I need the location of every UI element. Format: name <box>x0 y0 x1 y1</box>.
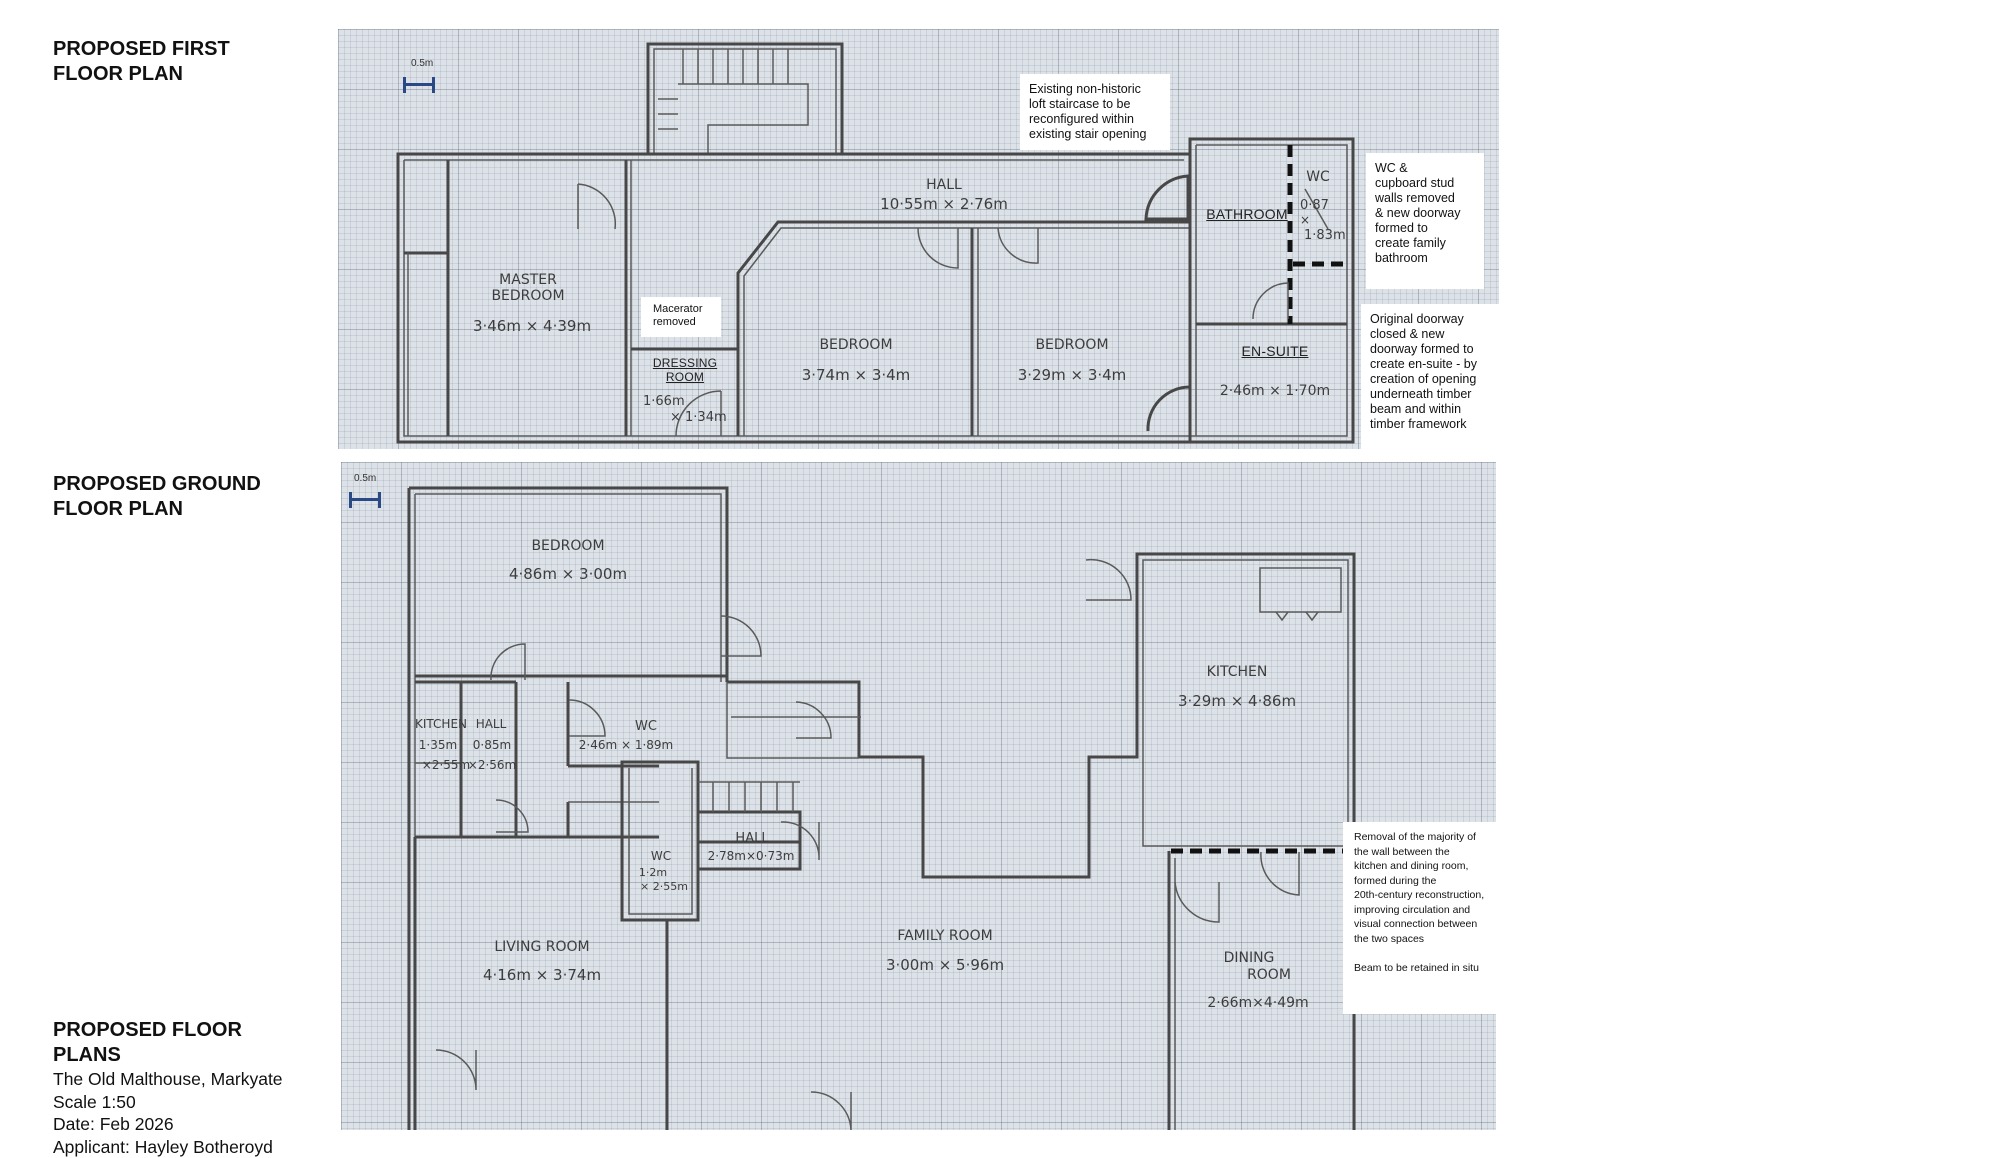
gf-kitchen-small-dims-2: ×2·55m <box>422 758 470 772</box>
gf-family-dims: 3·00m × 5·96m <box>886 956 1004 974</box>
first-floor-heading: PROPOSED FIRST FLOOR PLAN <box>53 37 230 87</box>
loft-staircase-note: Existing non-historic loft staircase to … <box>1020 74 1170 150</box>
wc-dims-3: 1·83m <box>1304 228 1346 243</box>
applicant-text: Applicant: Hayley Botheroyd <box>53 1136 283 1158</box>
gf-hall-small-label: HALL <box>476 717 507 731</box>
hall-label: HALL <box>926 177 962 193</box>
master-dims: 3·46m × 4·39m <box>473 317 591 335</box>
en-suite-note: Original doorway closed & new doorway fo… <box>1361 304 1499 449</box>
gf-wc1-dims: 2·46m × 1·89m <box>579 738 674 752</box>
kitchen-dining-note: Removal of the majority of the wall betw… <box>1343 822 1496 1014</box>
wc-dims-1: 0·87 <box>1300 198 1329 213</box>
bedroom-3-dims: 3·29m × 3·4m <box>1018 366 1127 384</box>
bedroom-2-label: BEDROOM <box>819 337 892 353</box>
hall-dims: 10·55m × 2·76m <box>880 195 1008 213</box>
bathroom-label: BATHROOM <box>1206 206 1288 222</box>
first-floor-drawing: HALL 10·55m × 2·76m MASTER BEDROOM 3·46m… <box>338 29 1499 449</box>
wc-walls-note: WC & cupboard stud walls removed & new d… <box>1366 153 1484 289</box>
gf-hall2-label: HALL <box>735 831 769 846</box>
gf-bedroom-dims: 4·86m × 3·00m <box>509 565 627 583</box>
gf-wc1-label: WC <box>635 719 657 734</box>
ground-floor-heading: PROPOSED GROUND FLOOR PLAN <box>53 472 261 522</box>
dressing-dims-2: × 1·34m <box>670 410 727 425</box>
bedroom-3-label: BEDROOM <box>1035 337 1108 353</box>
gf-hall-small-dims-1: 0·85m <box>473 738 511 752</box>
date-text: Date: Feb 2026 <box>53 1113 283 1136</box>
dressing-room-label: DRESSING ROOM <box>643 356 727 384</box>
macerator-note: Macerator removed <box>641 297 721 337</box>
gf-kitchen-small-label: KITCHEN <box>415 717 467 731</box>
en-suite-dims: 2·46m × 1·70m <box>1220 383 1330 399</box>
bedroom-2-dims: 3·74m × 3·4m <box>802 366 911 384</box>
master-label-2: BEDROOM <box>491 288 564 304</box>
gf-wc2-label: WC <box>651 849 671 863</box>
gf-family-label: FAMILY ROOM <box>897 928 992 944</box>
address: The Old Malthouse, Markyate <box>53 1068 283 1091</box>
gf-hall2-dims: 2·78m×0·73m <box>708 849 795 863</box>
wc-dims-2: × <box>1300 213 1310 227</box>
ground-floor-drawing: BEDROOM 4·86m × 3·00m KITCHEN 1·35m ×2·5… <box>341 462 1496 1130</box>
gf-wc2-dims-2: × 2·55m <box>640 880 688 893</box>
title-block: PROPOSED FLOOR PLANS The Old Malthouse, … <box>53 1018 283 1158</box>
gf-kitchen-small-dims-1: 1·35m <box>419 738 457 752</box>
gf-wc2-dims-1: 1·2m <box>639 866 667 879</box>
gf-bedroom-label: BEDROOM <box>531 538 604 554</box>
gf-living-dims: 4·16m × 3·74m <box>483 966 601 984</box>
en-suite-label: EN-SUITE <box>1235 343 1315 359</box>
gf-dining-label-1: DINING <box>1224 950 1275 966</box>
master-label: MASTER <box>499 272 557 288</box>
first-floor-plan: 0.5m <box>338 29 1499 449</box>
gf-dining-dims: 2·66m×4·49m <box>1207 995 1308 1011</box>
gf-living-label: LIVING ROOM <box>494 939 589 955</box>
gf-kitchen-dims: 3·29m × 4·86m <box>1178 692 1296 710</box>
wc-label: WC <box>1306 169 1330 185</box>
ground-floor-plan: 0.5m <box>341 462 1496 1130</box>
scale-text: Scale 1:50 <box>53 1091 283 1114</box>
gf-kitchen-label: KITCHEN <box>1207 664 1268 680</box>
dressing-dims-1: 1·66m <box>643 394 685 409</box>
drawing-title: PROPOSED FLOOR PLANS <box>53 1018 283 1068</box>
gf-hall-small-dims-2: ×2·56m <box>468 758 516 772</box>
gf-dining-label-2: ROOM <box>1247 967 1291 983</box>
